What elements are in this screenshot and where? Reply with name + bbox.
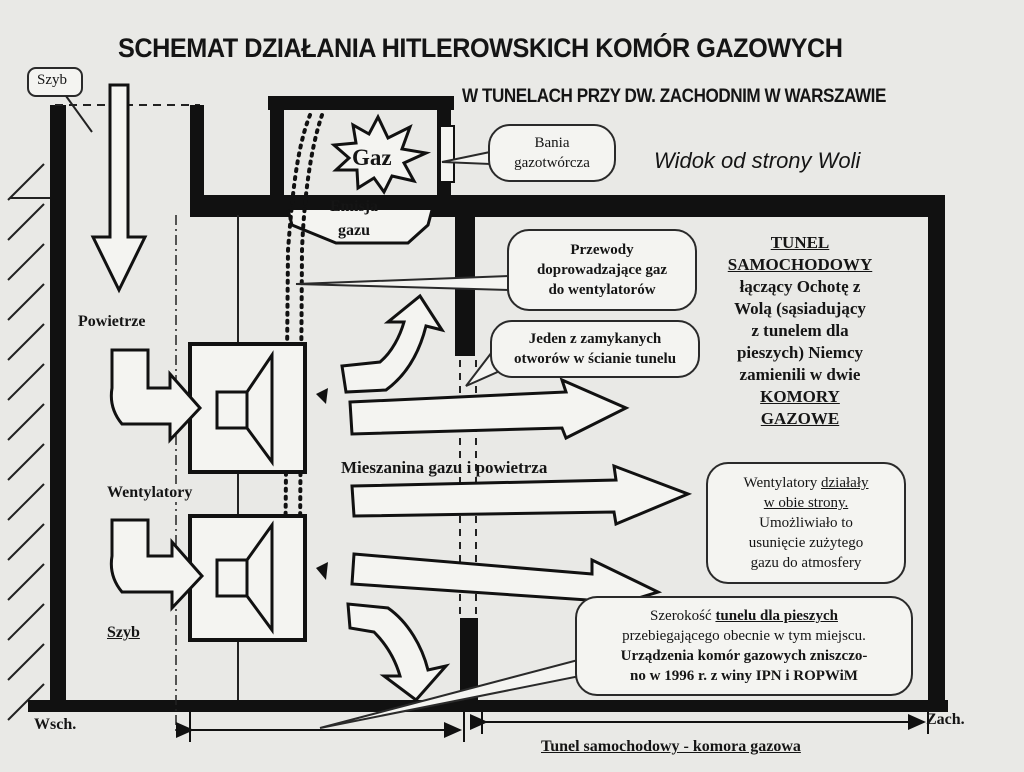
tunnel-wall-inner-upper — [455, 196, 475, 356]
tunnel-wall-inner-lower — [460, 618, 478, 702]
callout-tail-przewody — [295, 274, 511, 292]
outflow-arrow-up — [340, 293, 446, 394]
outflow-arrow-2 — [350, 463, 693, 527]
shaft-wall-left — [50, 105, 66, 705]
gas-pipe-dotted — [282, 113, 312, 588]
fan-upper-cone — [245, 350, 274, 467]
callout-przewody: Przewody doprowadzające gaz do wentylato… — [507, 229, 697, 311]
tunnel-line-3: łączący Ochotę z — [739, 277, 861, 296]
callout-tail-szerokosc — [319, 658, 582, 729]
inlet-arrow-lower — [109, 518, 205, 612]
label-emisja: Emisja — [330, 198, 378, 215]
gas-chamber-roof — [268, 96, 454, 110]
inlet-arrow-upper — [109, 348, 203, 444]
label-tunel-bottom: Tunel samochodowy - komora gazowa — [541, 738, 801, 755]
ground-hatching — [7, 163, 45, 721]
view-label: Widok od strony Woli — [654, 148, 861, 173]
outflow-arrow-1 — [348, 377, 630, 441]
tunnel-line-6: pieszych) Niemcy — [736, 343, 864, 362]
page-title: SCHEMAT DZIAŁANIA HITLEROWSKICH KOMÓR GA… — [118, 33, 843, 63]
callout-otwory: Jeden z zamykanych otworów w ścianie tun… — [490, 320, 700, 378]
tunnel-line-5: z tunelem dla — [751, 321, 849, 340]
air-down-arrow — [90, 83, 148, 294]
tunnel-line-1: TUNEL — [770, 233, 830, 252]
tunnel-line-4: Wolą (sąsiadujący — [734, 299, 866, 318]
callout-wentylatory: Wentylatory działały w obie strony. Umoż… — [706, 462, 906, 584]
label-wsch: Wsch. — [34, 716, 77, 733]
fan-lower — [188, 514, 307, 642]
tunnel-floor — [28, 700, 948, 712]
gas-pipe-dotted-2 — [298, 113, 324, 542]
callout-szerokosc: Szerokość tunelu dla pieszych przebiegaj… — [575, 596, 913, 696]
label-szyb-bottom: Szyb — [107, 624, 140, 641]
fan-upper-core — [215, 390, 249, 430]
label-mieszanina: Mieszanina gazu i powietrza — [341, 458, 548, 477]
gas-burst-icon — [330, 113, 432, 195]
tunnel-line-7: zamienili w dwie — [739, 365, 861, 384]
gas-chamber-valve — [439, 125, 455, 183]
label-gaz: Gaz — [352, 145, 392, 170]
label-gazu: gazu — [338, 222, 370, 239]
tunnel-wall-right — [928, 195, 945, 705]
fan-upper-tip — [316, 388, 328, 404]
fan-lower-tip — [316, 562, 328, 580]
label-szyb-top: Szyb — [37, 72, 67, 88]
fan-lower-cone — [245, 520, 274, 635]
shaft-wall-inner — [190, 105, 204, 205]
tunnel-line-8: KOMORY — [760, 387, 840, 406]
callout-bania: Bania gazotwórcza — [488, 124, 616, 182]
fan-lower-core — [215, 558, 249, 598]
emission-funnel — [286, 209, 434, 245]
szyb-label-box — [27, 67, 83, 97]
tunnel-description: TUNEL SAMOCHODOWY łączący Ochotę z Wolą … — [705, 232, 895, 430]
tunnel-line-9: GAZOWE — [760, 409, 840, 428]
label-wentylatory: Wentylatory — [107, 484, 193, 502]
label-zach: Zach. — [926, 711, 965, 728]
gas-chamber-wall-left — [270, 96, 284, 206]
tunnel-line-2: SAMOCHODOWY — [727, 255, 873, 274]
page-subtitle: W TUNELACH PRZY DW. ZACHODNIM W WARSZAWI… — [462, 86, 886, 107]
szyb-label-pointer — [65, 95, 93, 133]
outflow-arrow-down — [346, 602, 451, 703]
label-powietrze: Powietrze — [78, 313, 146, 330]
